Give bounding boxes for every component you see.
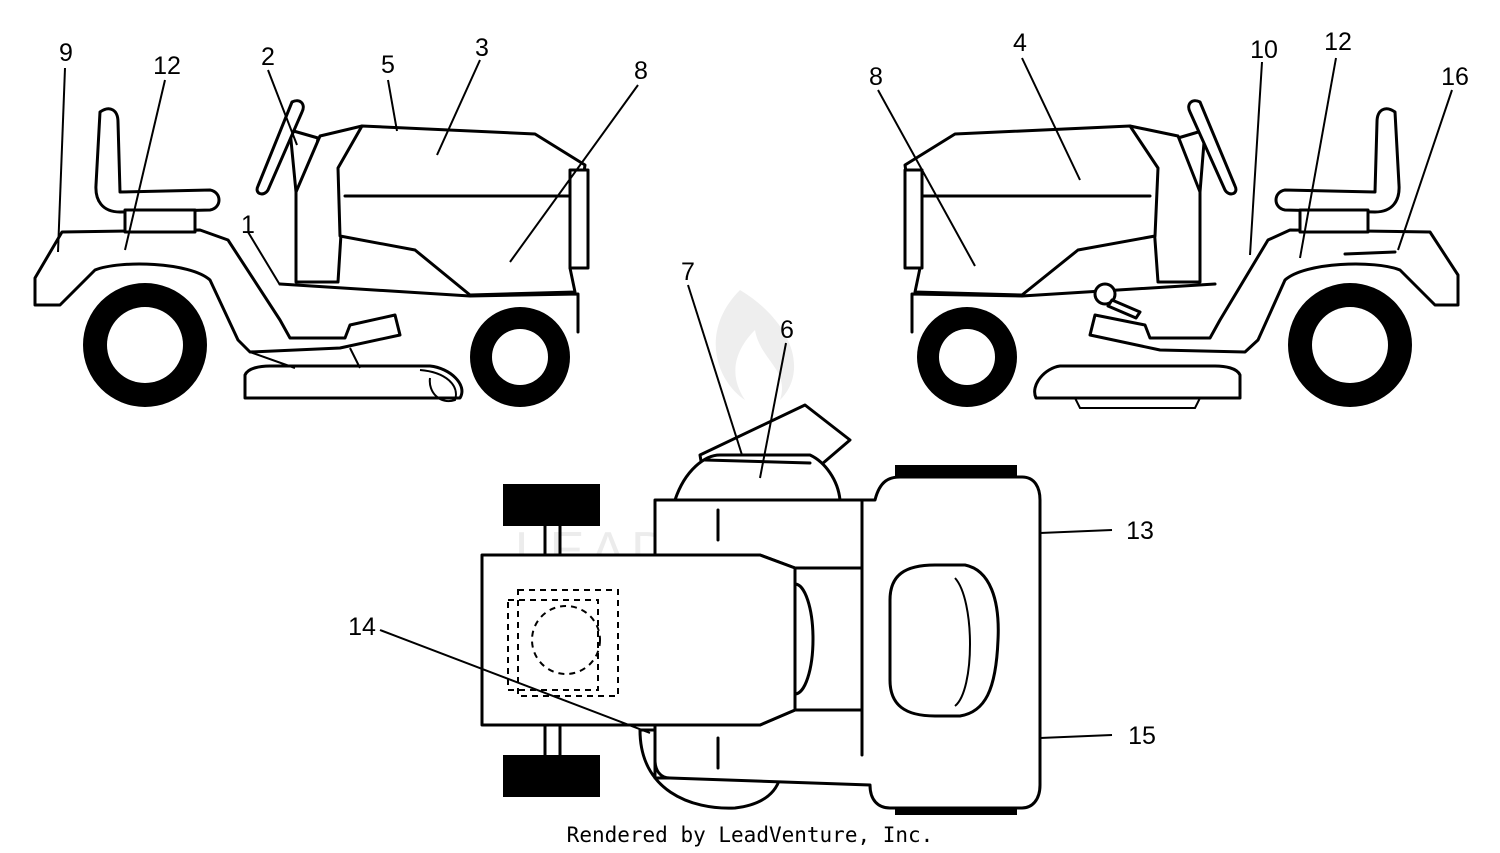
leader-12b bbox=[1299, 57, 1337, 259]
callout-3: 3 bbox=[475, 34, 489, 62]
leader-15 bbox=[1039, 734, 1113, 739]
leader-10 bbox=[1249, 61, 1263, 256]
front-wheel-hub bbox=[492, 329, 548, 385]
leader-8b bbox=[877, 89, 976, 267]
tractor-right-side-view bbox=[903, 99, 1460, 409]
seat-base-right bbox=[1298, 208, 1370, 234]
footer-credit: Rendered by LeadVenture, Inc. bbox=[567, 823, 934, 847]
seat bbox=[94, 107, 221, 214]
steering-wheel-right bbox=[1187, 99, 1238, 196]
rear-fender-right bbox=[1088, 228, 1460, 354]
leader-13 bbox=[1039, 529, 1113, 534]
front-grille bbox=[568, 168, 590, 270]
top-front-tire-upper bbox=[503, 484, 600, 526]
tractor-left-side-view bbox=[33, 99, 590, 407]
callout-16: 16 bbox=[1441, 63, 1469, 91]
hood bbox=[336, 124, 587, 297]
deck-skid-right bbox=[1074, 397, 1201, 409]
leader-16 bbox=[1397, 89, 1453, 251]
rear-wheel-hub-right bbox=[1312, 307, 1388, 383]
fender-decal-line bbox=[1343, 250, 1397, 256]
deck-hanger bbox=[249, 347, 361, 369]
frame-line-right bbox=[910, 282, 1217, 334]
frame-line bbox=[278, 282, 580, 334]
callout-6: 6 bbox=[780, 316, 794, 344]
top-front-tire-lower bbox=[503, 755, 600, 797]
leader-2 bbox=[267, 69, 298, 146]
leader-4 bbox=[1021, 57, 1081, 181]
steering-wheel bbox=[255, 99, 305, 196]
lift-lever-knob bbox=[1093, 282, 1117, 306]
callout-13: 13 bbox=[1126, 517, 1154, 545]
leader-3 bbox=[436, 59, 481, 156]
leader-1 bbox=[247, 231, 281, 286]
deck-decal-7-line bbox=[703, 458, 812, 465]
mower-deck-right bbox=[1033, 364, 1242, 400]
engine-flywheel-outline bbox=[531, 605, 601, 675]
top-seat bbox=[888, 563, 1000, 718]
engine-outline-inner bbox=[517, 589, 619, 697]
front-grille-right bbox=[903, 168, 924, 270]
callout-labels: 9 12 2 5 3 8 1 8 4 10 12 16 7 6 13 14 15 bbox=[59, 28, 1469, 750]
rear-fender bbox=[33, 228, 402, 354]
callout-10: 10 bbox=[1250, 36, 1278, 64]
leader-5 bbox=[387, 79, 398, 132]
callout-1: 1 bbox=[241, 211, 255, 239]
front-wheel-hub-right bbox=[939, 329, 995, 385]
seat-base bbox=[123, 208, 197, 234]
leader-8a bbox=[509, 84, 639, 263]
mower-deck bbox=[243, 364, 464, 400]
callout-12-right: 12 bbox=[1324, 28, 1352, 56]
tractor-top-view bbox=[480, 403, 1042, 815]
top-hood bbox=[480, 553, 797, 727]
seat-right bbox=[1274, 107, 1401, 214]
front-axle bbox=[543, 524, 562, 757]
engine-outline-outer bbox=[507, 599, 599, 691]
callout-12: 12 bbox=[153, 52, 181, 80]
leader-6 bbox=[759, 342, 787, 479]
top-seat-back bbox=[954, 577, 971, 707]
callout-9: 9 bbox=[59, 39, 73, 67]
leader-12a bbox=[124, 79, 166, 251]
callout-8-right: 8 bbox=[869, 63, 883, 91]
callout-14: 14 bbox=[348, 613, 376, 641]
callout-7: 7 bbox=[681, 258, 695, 286]
leader-9 bbox=[57, 67, 66, 253]
leader-lines bbox=[57, 57, 1453, 739]
callout-2: 2 bbox=[261, 43, 275, 71]
hood-right bbox=[903, 124, 1160, 297]
callout-4: 4 bbox=[1013, 29, 1027, 57]
lift-lever bbox=[1106, 298, 1142, 320]
callout-15: 15 bbox=[1128, 722, 1156, 750]
callout-8: 8 bbox=[634, 57, 648, 85]
watermark-flame-icon bbox=[715, 290, 795, 400]
callout-5: 5 bbox=[381, 51, 395, 79]
leader-7 bbox=[687, 284, 743, 456]
deck-chute bbox=[419, 369, 457, 403]
rear-wheel-hub bbox=[107, 307, 183, 383]
leader-14 bbox=[379, 629, 651, 734]
